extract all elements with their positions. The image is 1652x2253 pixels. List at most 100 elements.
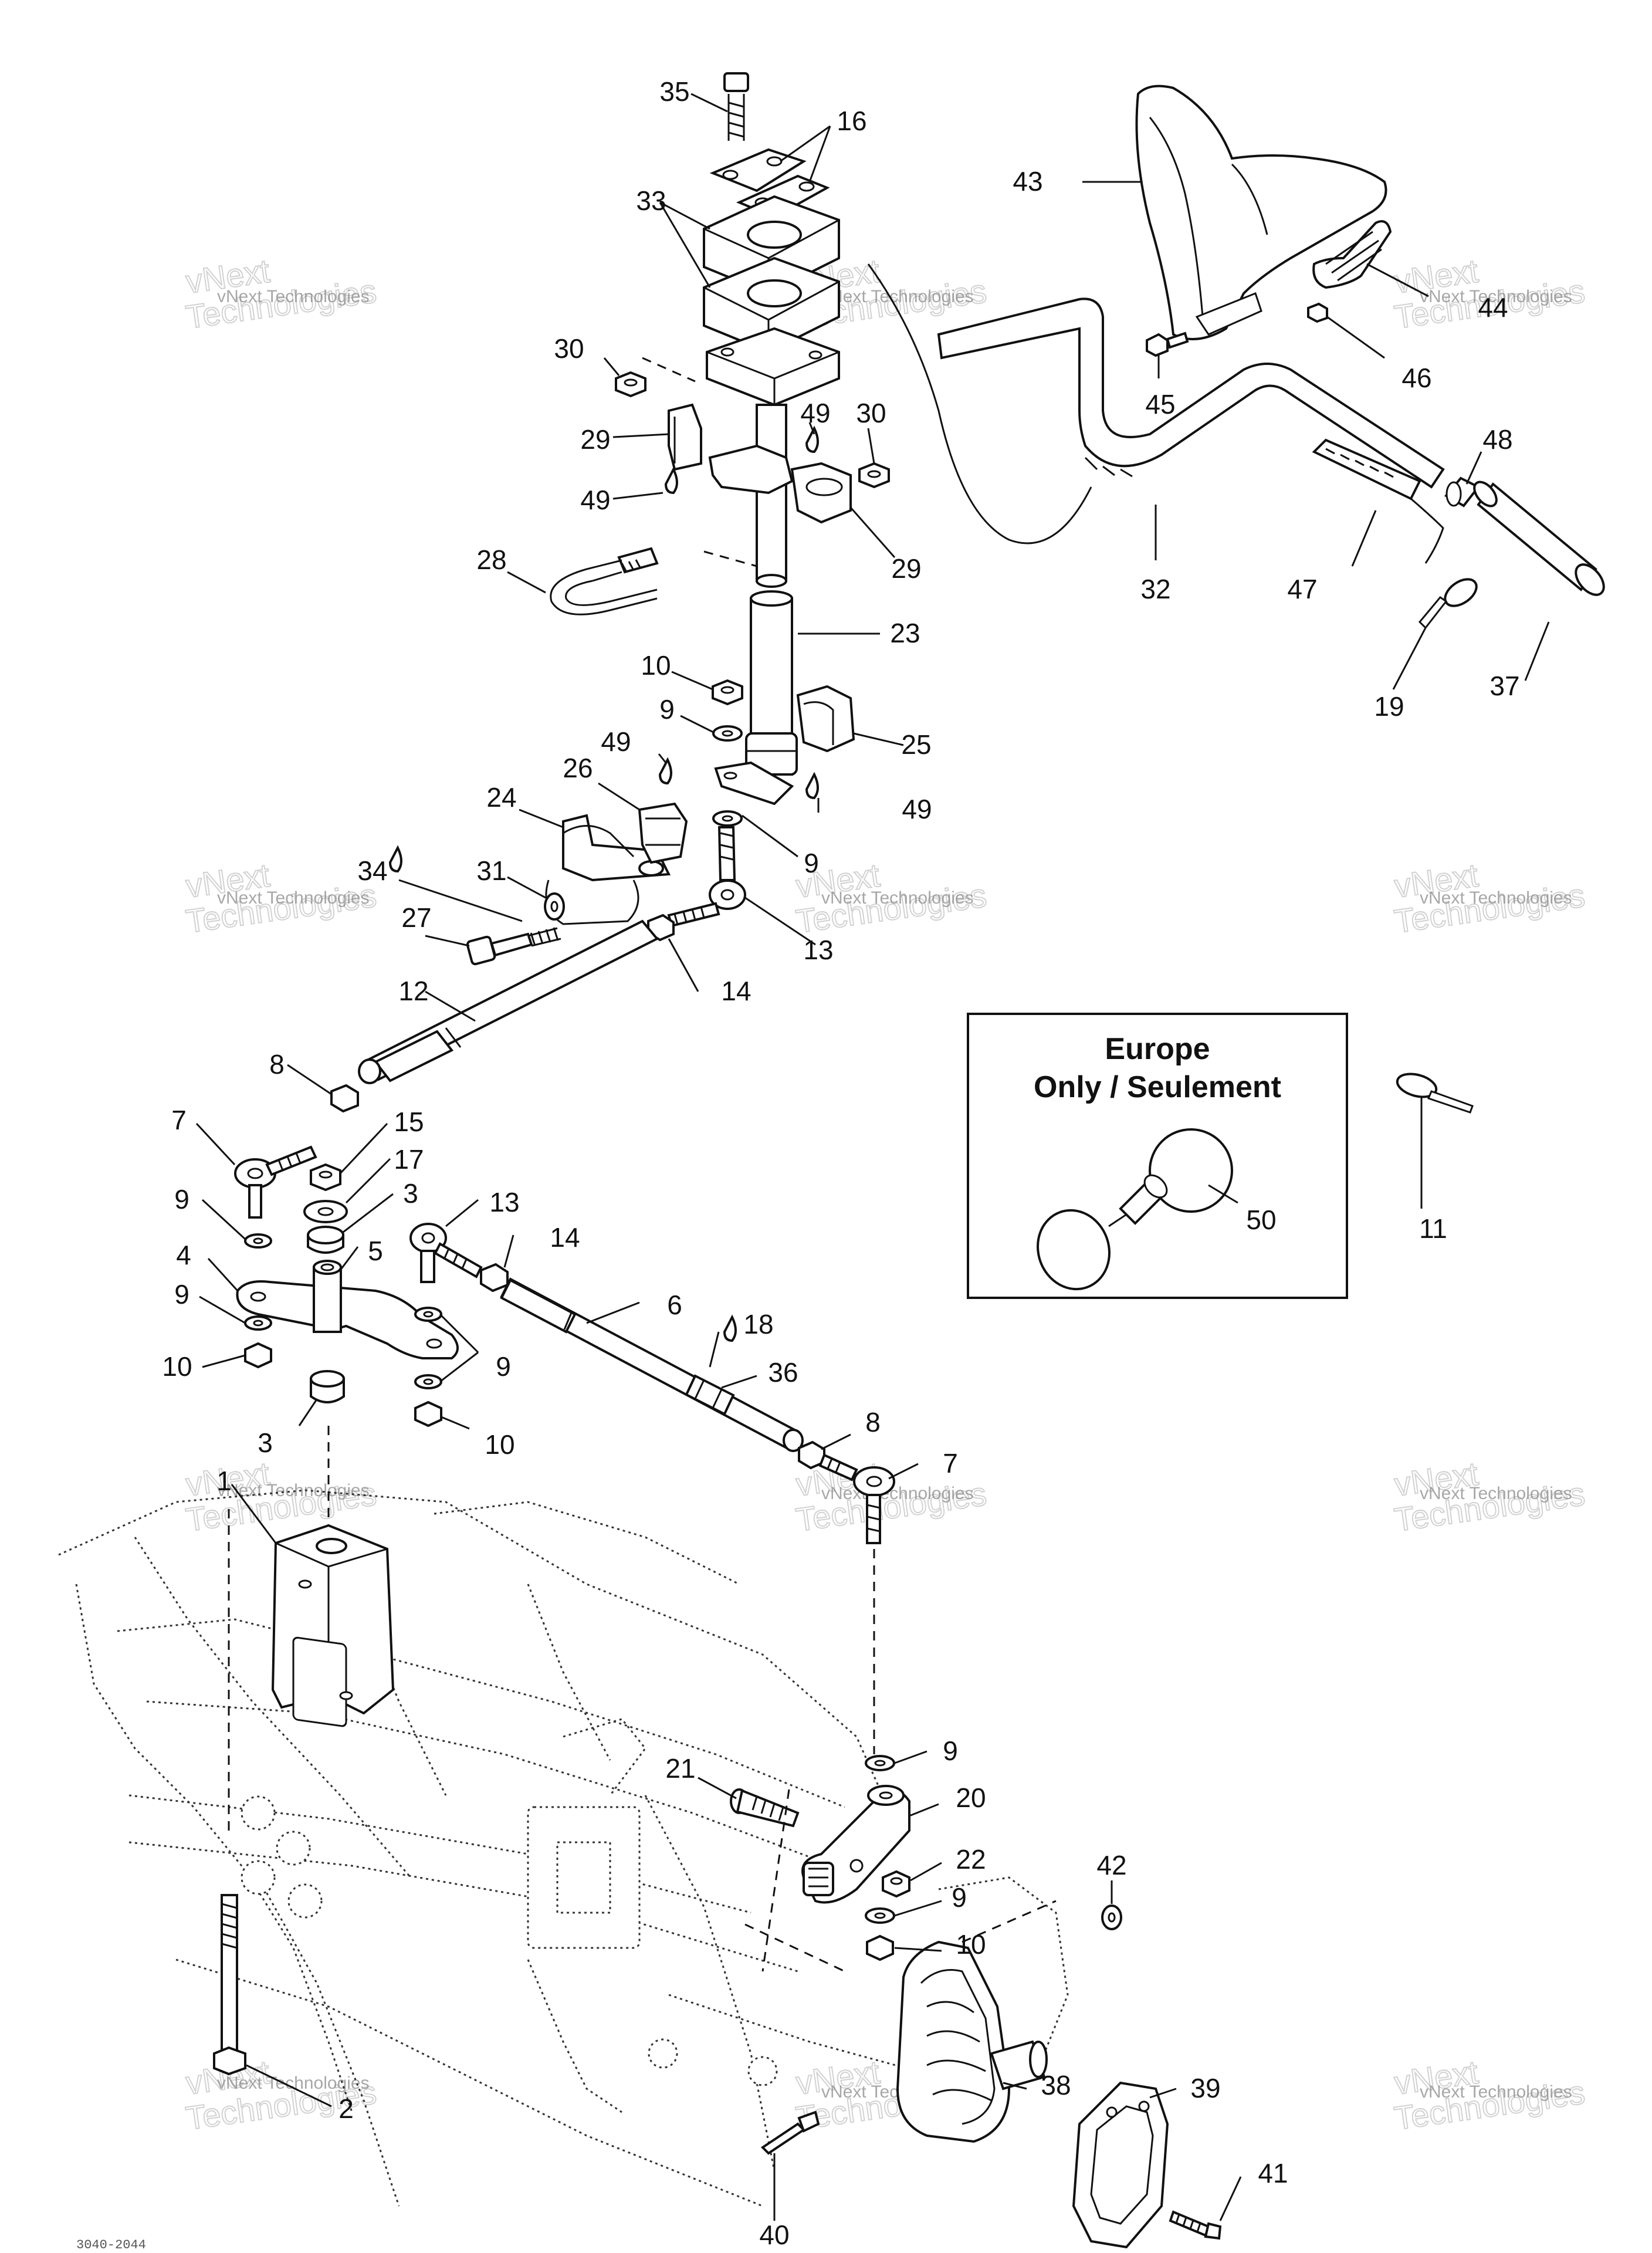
- washer-17: [303, 1200, 348, 1223]
- boot-38: [896, 1900, 1057, 2143]
- part-label-10: 10: [956, 1929, 986, 1960]
- heated-grip-47: [1312, 438, 1444, 564]
- seat-43: [1135, 84, 1387, 340]
- grease-drop-icon: [664, 466, 678, 495]
- steering-arm-20: [801, 1785, 910, 1904]
- watermark-small: vNext Technologies: [1420, 888, 1572, 908]
- inset-title-line1: Europe: [1105, 1032, 1210, 1066]
- washer-9-left: [244, 1233, 272, 1331]
- part-label-9: 9: [659, 694, 675, 725]
- screw-41: [1169, 2210, 1222, 2240]
- part-label-16: 16: [837, 106, 866, 136]
- part-labels: 35 16 43 33 44 46 45 30 29 49 30 49 48 2…: [162, 76, 1519, 2250]
- watermark-small: vNext Technologies: [821, 287, 974, 306]
- part-label-32: 32: [1140, 574, 1170, 604]
- part-label-10: 10: [162, 1351, 192, 1382]
- part-label-9: 9: [174, 1184, 189, 1215]
- part-label-50: 50: [1246, 1205, 1276, 1235]
- part-label-2: 2: [338, 2093, 354, 2124]
- tie-rod-6: [500, 1277, 804, 1452]
- steering-column-top-plate: [706, 327, 840, 407]
- part-label-7: 7: [943, 1448, 958, 1479]
- watermark: vNext Technologies vNext Technologies: [183, 1454, 379, 1539]
- part-label-6: 6: [667, 1290, 682, 1320]
- grease-drop-icon: [805, 772, 819, 800]
- watermark-small: vNext Technologies: [1420, 287, 1572, 306]
- part-label-29: 29: [580, 424, 610, 455]
- bolt-2: [213, 1502, 246, 2076]
- part-label-39: 39: [1190, 2073, 1220, 2103]
- tie-rod-end-7-right: [818, 1453, 895, 1544]
- bushing-29-left: [668, 403, 702, 471]
- watermark: vNext Technologies vNext Technologies: [183, 252, 379, 336]
- part-label-49: 49: [800, 398, 830, 428]
- bushing-3-lower: [310, 1370, 345, 1403]
- clamp-25: [796, 685, 855, 753]
- bolt-45: [1146, 331, 1189, 357]
- tie-rod-12: [358, 919, 659, 1084]
- rivet-40: [760, 2110, 820, 2155]
- part-label-28: 28: [476, 544, 506, 575]
- watermark-small: vNext Technologies: [1420, 1484, 1572, 1503]
- part-label-19: 19: [1374, 691, 1404, 722]
- grip-37: [1473, 481, 1605, 596]
- tie-rod-end-13-lower: [409, 1223, 483, 1283]
- part-label-20: 20: [956, 1782, 986, 1813]
- part-label-14: 14: [721, 976, 751, 1006]
- part-label-9: 9: [496, 1351, 511, 1382]
- part-label-9: 9: [943, 1736, 958, 1766]
- part-label-12: 12: [398, 976, 428, 1006]
- washer-9-upper: [712, 725, 743, 827]
- part-label-31: 31: [476, 855, 506, 886]
- watermark: vNext Technologies vNext Technologies: [1392, 2053, 1587, 2137]
- plate-39: [1072, 2081, 1169, 2249]
- clamp-33: [703, 195, 840, 354]
- steering-column-arm: [714, 761, 794, 806]
- part-label-10: 10: [641, 650, 671, 681]
- column-support-clamp: [708, 444, 852, 524]
- nut-10-right: [414, 1400, 442, 1427]
- bushing-26: [638, 802, 688, 864]
- part-label-18: 18: [743, 1309, 773, 1339]
- tie-rod-end-13-upper: [667, 826, 746, 928]
- part-label-23: 23: [890, 618, 920, 648]
- tie-rod-end-7-left: [234, 1145, 317, 1219]
- watermark-small: vNext Technologies: [217, 287, 370, 306]
- part-label-3: 3: [258, 1427, 273, 1458]
- washer-42: [1101, 1904, 1122, 1930]
- part-label-33: 33: [636, 185, 666, 216]
- bolt-21: [730, 1788, 800, 1828]
- nut-10-lower: [866, 1934, 894, 1961]
- part-label-26: 26: [563, 753, 593, 783]
- part-label-8: 8: [865, 1407, 881, 1437]
- cable-tie-11: [1396, 1073, 1474, 1114]
- part-label-35: 35: [659, 76, 689, 107]
- washer-31: [544, 892, 565, 921]
- bellcrank-4: [236, 1280, 459, 1359]
- washer-9-lower: [865, 1755, 895, 1924]
- watermark-small: vNext Technologies: [217, 888, 370, 908]
- nut-8-left: [330, 1084, 359, 1113]
- part-label-9: 9: [952, 1882, 967, 1913]
- part-label-49: 49: [601, 726, 631, 757]
- watermark: vNext Technologies vNext Technologies: [793, 856, 989, 941]
- part-label-21: 21: [665, 1753, 695, 1784]
- nut-14-lower: [480, 1263, 509, 1293]
- part-label-44: 44: [1478, 292, 1508, 323]
- pivot-sleeve-5: [313, 1260, 342, 1333]
- leader-lines: [195, 93, 1550, 2221]
- grip-44: [1312, 220, 1392, 289]
- handlebar-32: [867, 263, 1445, 544]
- watermark-small: vNext Technologies: [821, 888, 974, 908]
- diagram-code: 3040-2044: [76, 2238, 146, 2252]
- part-label-5: 5: [368, 1236, 383, 1266]
- part-label-17: 17: [394, 1144, 424, 1175]
- bolt-35: [723, 72, 749, 141]
- nut-30: [615, 371, 890, 489]
- part-label-4: 4: [176, 1240, 191, 1270]
- watermark-small: vNext Technologies: [1420, 2082, 1572, 2102]
- hull-frame-dotted: [58, 1489, 1069, 2207]
- part-label-9: 9: [804, 848, 819, 878]
- part-label-7: 7: [171, 1105, 187, 1135]
